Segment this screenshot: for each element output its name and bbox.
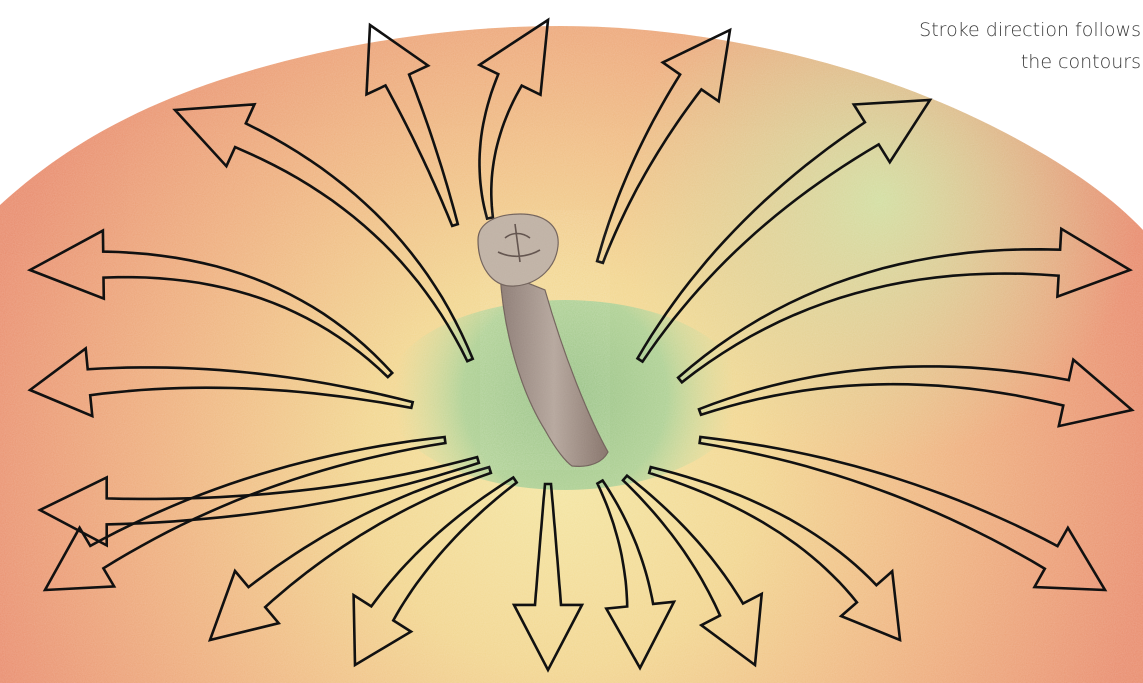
apple-stem (478, 210, 610, 470)
caption-line-1: Stroke direction follows (841, 14, 1141, 46)
caption-line-2: the contours (841, 46, 1141, 78)
caption: Stroke direction follows the contours (841, 14, 1141, 78)
